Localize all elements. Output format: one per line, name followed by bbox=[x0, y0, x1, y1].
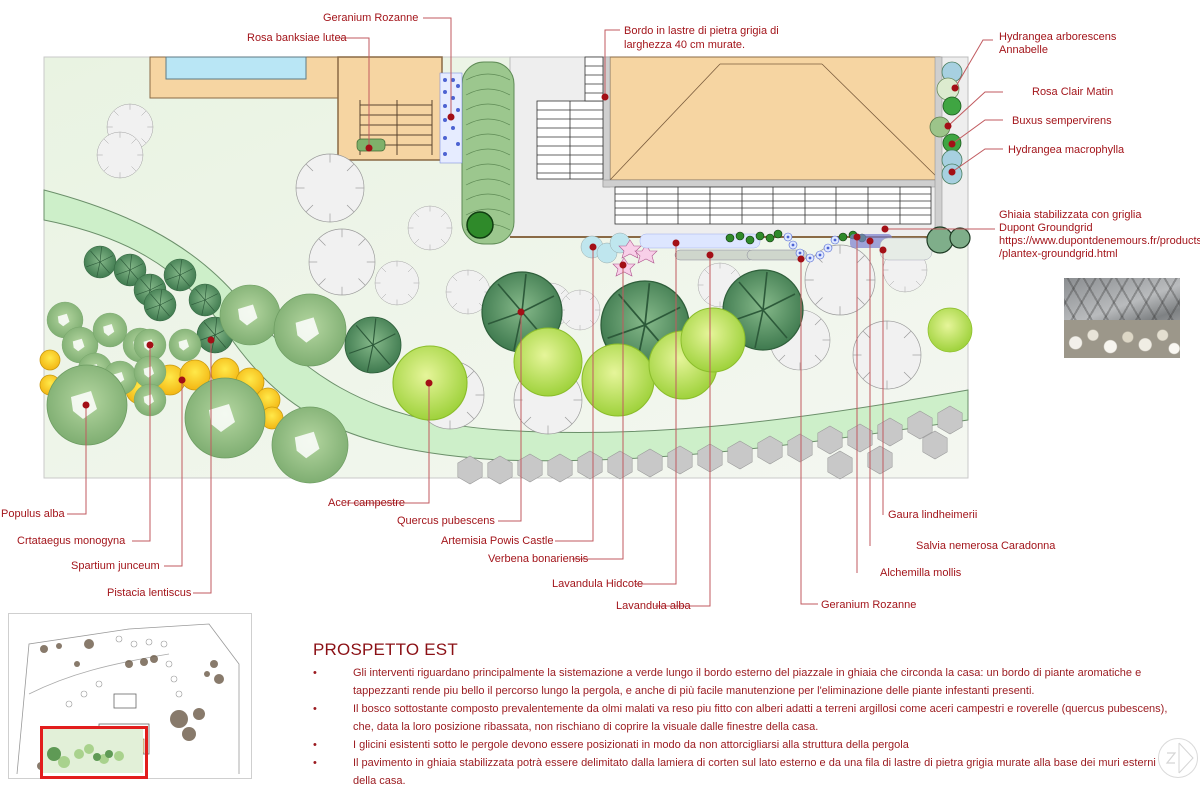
section-title: PROSPETTO EST bbox=[313, 640, 458, 659]
label-spartium: Spartium junceum bbox=[71, 560, 160, 572]
note-item: I glicini esistenti sotto le pergole dev… bbox=[313, 736, 1173, 754]
label-quercus: Quercus pubescens bbox=[397, 515, 495, 527]
label-populus-alba: Populus alba bbox=[1, 508, 65, 520]
label-artemisia: Artemisia Powis Castle bbox=[441, 535, 554, 547]
label-crataegus: Crtataegus monogyna bbox=[17, 535, 126, 547]
label-geranium-rozanne-bottom: Geranium Rozanne bbox=[821, 599, 917, 611]
label-pistacia: Pistacia lentiscus bbox=[107, 587, 192, 599]
label-rosa-banksiae: Rosa banksiae lutea bbox=[247, 32, 347, 44]
note-item: Il bosco sottostante composto prevalente… bbox=[313, 700, 1173, 736]
groundgrid-photo bbox=[1064, 278, 1180, 358]
label-bordo-line2: larghezza 40 cm murate. bbox=[624, 39, 746, 51]
label-ghiaia-url-1[interactable]: https://www.dupontdenemours.fr/products bbox=[999, 235, 1200, 247]
north-arrow-icon bbox=[1158, 738, 1198, 778]
label-ghiaia-2: Dupont Groundgrid bbox=[999, 222, 1093, 234]
label-lavandula-alba: Lavandula alba bbox=[616, 600, 691, 612]
label-gaura: Gaura lindheimerii bbox=[888, 509, 978, 521]
label-ghiaia-1: Ghiaia stabilizzata con griglia bbox=[999, 209, 1142, 221]
site-keyplan bbox=[8, 613, 252, 779]
label-bordo-line1: Bordo in lastre di pietra grigia di bbox=[624, 25, 779, 37]
label-lavandula-hidcote: Lavandula Hidcote bbox=[552, 578, 644, 590]
label-geranium-rozanne-top: Geranium Rozanne bbox=[323, 12, 419, 24]
label-salvia: Salvia nemerosa Caradonna bbox=[916, 540, 1056, 552]
gravel-stones bbox=[1064, 320, 1180, 358]
note-item: Il pavimento in ghiaia stabilizzata potr… bbox=[313, 754, 1173, 790]
label-hydrangea-arborescens-1: Hydrangea arborescens bbox=[999, 31, 1117, 43]
label-hydrangea-macrophylla: Hydrangea macrophylla bbox=[1008, 144, 1125, 156]
keyplan-drawing bbox=[16, 623, 240, 775]
north-arrow-glyph bbox=[1165, 742, 1194, 774]
label-acer-campestre: Acer campestre bbox=[328, 497, 406, 509]
label-hydrangea-arborescens-2: Annabelle bbox=[999, 44, 1048, 56]
note-item: Gli interventi riguardano principalmente… bbox=[313, 664, 1173, 700]
planting-plan bbox=[0, 17, 1003, 607]
label-buxus: Buxus sempervirens bbox=[1012, 115, 1112, 127]
label-verbena: Verbena bonariensis bbox=[488, 553, 589, 565]
notes-list: Gli interventi riguardano principalmente… bbox=[313, 664, 1173, 790]
label-ghiaia-url-2[interactable]: /plantex-groundgrid.html bbox=[999, 248, 1118, 260]
label-alchemilla: Alchemilla mollis bbox=[880, 567, 962, 579]
label-rosa-clair-matin: Rosa Clair Matin bbox=[1032, 86, 1114, 98]
keyplan-highlight-box bbox=[40, 726, 148, 779]
